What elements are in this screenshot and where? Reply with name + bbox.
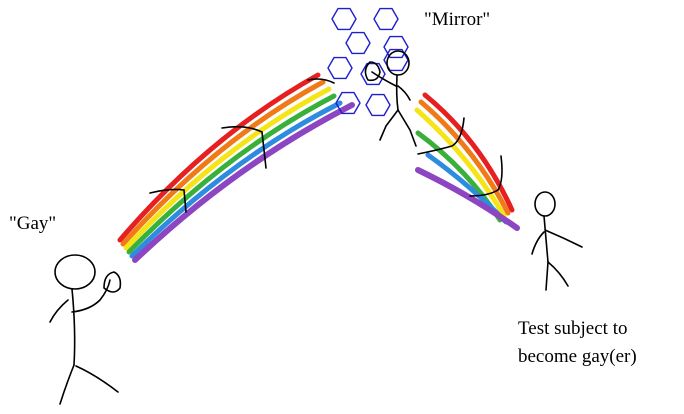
figure-hand bbox=[103, 271, 122, 293]
label-test-subject-line-1: Test subject to bbox=[518, 318, 628, 339]
figure-arm bbox=[531, 231, 545, 255]
hexagon bbox=[327, 56, 353, 80]
beam-marker bbox=[149, 188, 187, 213]
figure-head bbox=[54, 254, 96, 290]
figure-leg bbox=[379, 109, 399, 141]
beam-right-markers bbox=[417, 117, 503, 197]
figure-arm bbox=[544, 229, 583, 248]
hexagon bbox=[383, 48, 409, 72]
beam-marker bbox=[307, 78, 335, 84]
beam-marker bbox=[469, 155, 503, 197]
figure-leg bbox=[547, 261, 569, 287]
figure-arm bbox=[49, 299, 69, 323]
gay-figure bbox=[49, 254, 122, 405]
rainbow-band-orange bbox=[418, 99, 511, 216]
figure-leg bbox=[397, 109, 417, 147]
figure-body bbox=[543, 215, 549, 263]
rainbow-band-orange bbox=[120, 79, 326, 247]
hexagon-cluster-icon bbox=[327, 7, 409, 117]
figure-hand bbox=[364, 61, 381, 82]
mirror-holder-figure bbox=[364, 50, 417, 147]
label-test-subject-line-2: become gay(er) bbox=[518, 346, 637, 367]
figure-arm bbox=[71, 279, 111, 313]
figure-leg bbox=[59, 364, 75, 405]
hexagon bbox=[335, 91, 361, 115]
figure-body bbox=[395, 74, 399, 111]
test-subject-figure bbox=[531, 191, 583, 291]
rainbow-band-purple bbox=[132, 102, 355, 263]
label-mirror: "Mirror" bbox=[424, 9, 491, 30]
figure-arm bbox=[371, 71, 397, 87]
hexagon bbox=[383, 35, 409, 59]
rainbow-band-blue bbox=[129, 100, 343, 259]
beam-left-markers bbox=[149, 78, 335, 213]
hexagon bbox=[373, 7, 399, 31]
rainbow-band-red bbox=[117, 72, 321, 243]
hexagon bbox=[331, 7, 357, 31]
label-gay: "Gay" bbox=[9, 213, 57, 234]
rainbow-band-green bbox=[126, 93, 337, 255]
beam-marker bbox=[221, 125, 267, 169]
rainbow-band-red bbox=[422, 92, 515, 213]
rainbow-band-yellow bbox=[123, 86, 332, 251]
rainbow-beam-right bbox=[414, 92, 520, 231]
figure-arm bbox=[397, 85, 411, 101]
figure-body bbox=[71, 288, 76, 366]
rainbow-band-purple bbox=[415, 167, 520, 231]
figure-head bbox=[386, 50, 410, 76]
figure-head bbox=[534, 191, 556, 217]
figure-leg bbox=[75, 365, 119, 393]
hexagon bbox=[360, 62, 386, 86]
beam-marker bbox=[417, 117, 465, 155]
rainbow-beam-left bbox=[117, 72, 355, 263]
hexagon bbox=[345, 31, 371, 55]
figure-leg bbox=[545, 261, 549, 291]
hexagon bbox=[365, 93, 391, 117]
rainbow-band-yellow bbox=[414, 107, 507, 219]
